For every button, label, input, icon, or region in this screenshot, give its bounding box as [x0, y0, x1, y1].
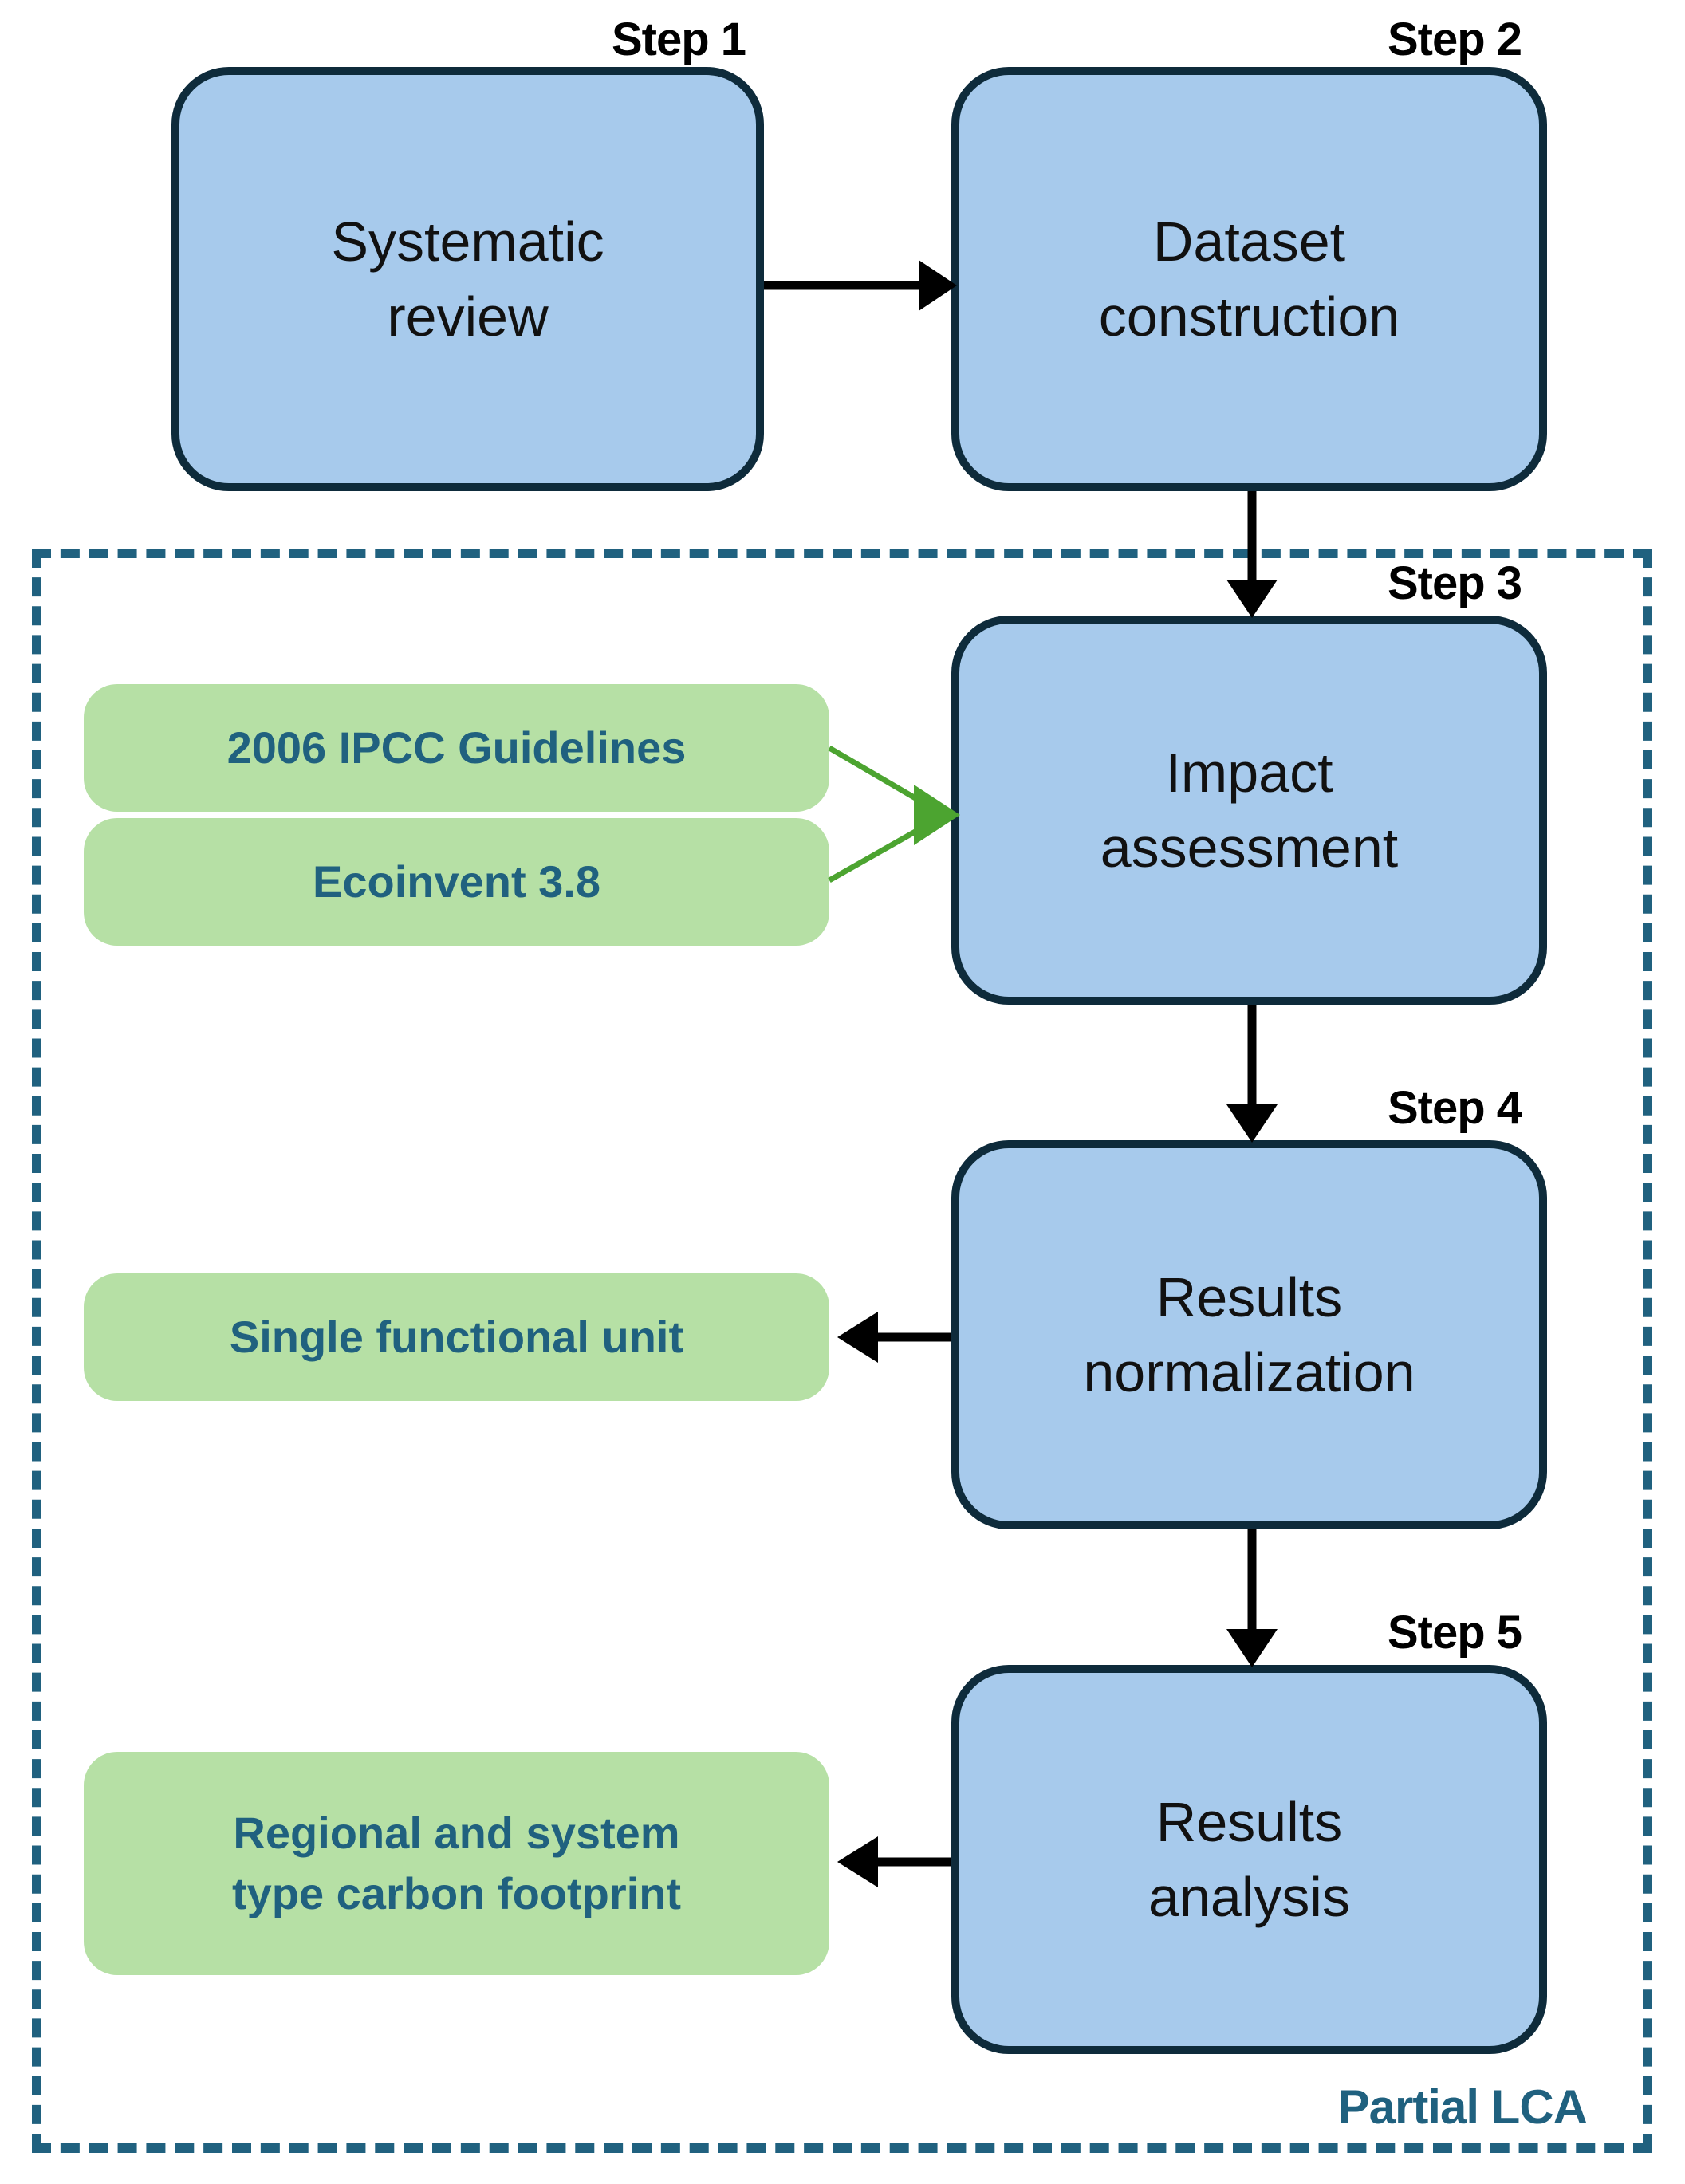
step-4-label: Step 4 [1387, 1082, 1522, 1134]
process-box-dataset-construction: Dataset construction [951, 67, 1547, 491]
arrow-step1-to-step2 [764, 260, 957, 311]
partial-lca-caption: Partial LCA [1337, 2080, 1588, 2134]
process-box-results-normalization-text: Results normalization [1083, 1265, 1415, 1404]
partial-lca-frame [32, 549, 1652, 2153]
step-1-label: Step 1 [611, 14, 746, 65]
process-box-impact-assessment: Impact assessment [951, 616, 1547, 1005]
output-box-single-functional-unit-text: Single functional unit [229, 1312, 684, 1363]
input-box-ipcc-guidelines: 2006 IPCC Guidelines [84, 684, 829, 812]
output-box-regional-carbon-footprint-text: Regional and system type carbon footprin… [231, 1808, 682, 1918]
step-5-label: Step 5 [1387, 1607, 1522, 1659]
output-box-single-functional-unit: Single functional unit [84, 1273, 829, 1401]
process-box-systematic-review: Systematic review [171, 67, 764, 491]
step-2-label: Step 2 [1387, 14, 1522, 65]
input-box-ipcc-guidelines-text: 2006 IPCC Guidelines [226, 722, 687, 773]
process-box-dataset-construction-text: Dataset construction [1098, 210, 1400, 348]
process-box-impact-assessment-text: Impact assessment [1100, 741, 1399, 880]
output-box-regional-carbon-footprint: Regional and system type carbon footprin… [84, 1752, 829, 1975]
process-box-results-normalization: Results normalization [951, 1140, 1547, 1529]
input-box-ecoinvent-text: Ecoinvent 3.8 [312, 856, 601, 907]
step-3-label: Step 3 [1387, 557, 1522, 609]
process-box-systematic-review-text: Systematic review [331, 210, 604, 348]
process-box-results-analysis-text: Results analysis [1148, 1790, 1350, 1929]
input-box-ecoinvent: Ecoinvent 3.8 [84, 818, 829, 946]
process-box-results-analysis: Results analysis [951, 1665, 1547, 2054]
